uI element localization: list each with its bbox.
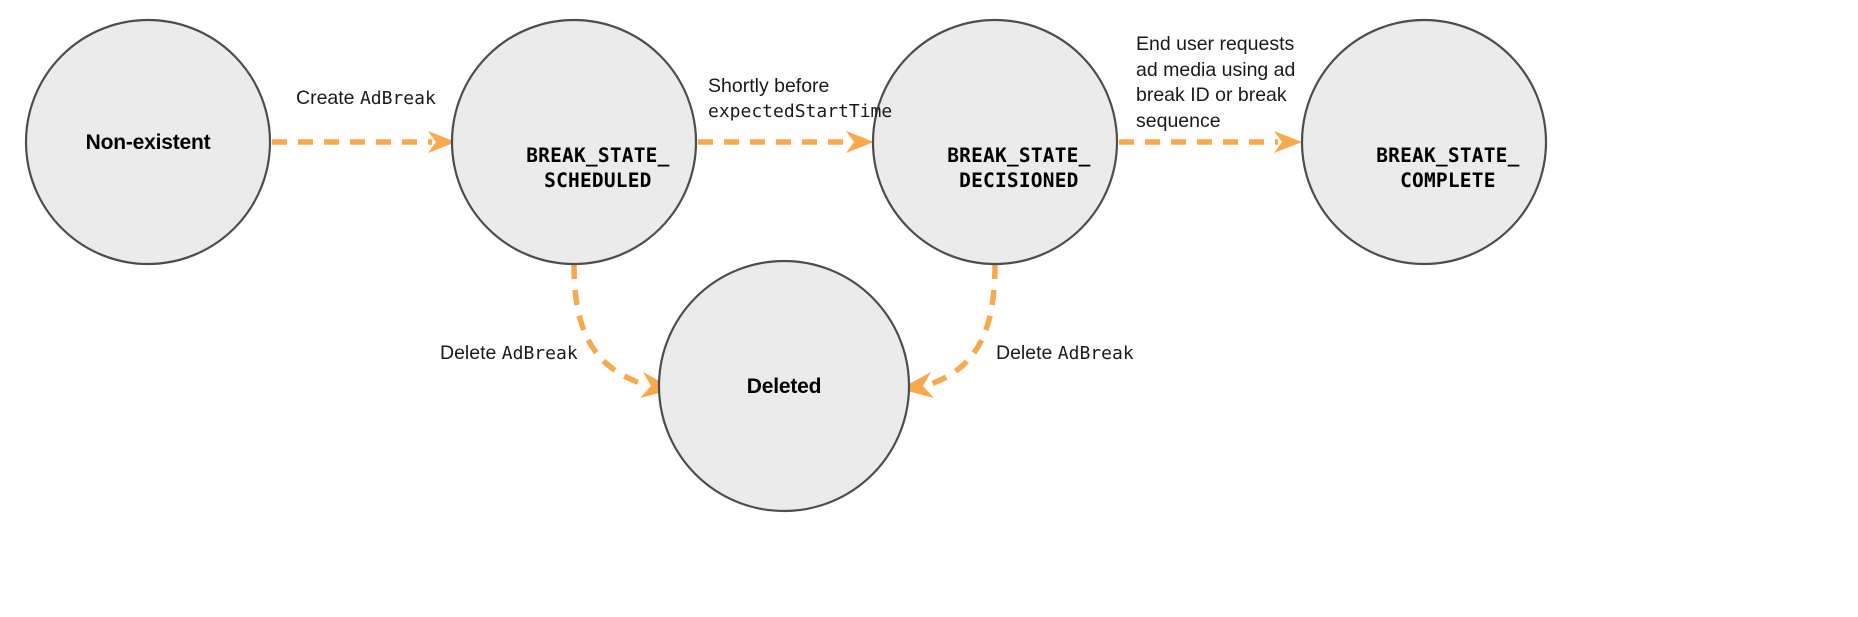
- arrow-head-icon: [428, 131, 456, 153]
- edge-end-user-requests[interactable]: [1119, 131, 1302, 153]
- edge-delete-adbreak-decisioned-line: [927, 263, 998, 388]
- state-node-break-state-complete[interactable]: [1300, 18, 1548, 266]
- edge-delete-adbreak-scheduled-line: [571, 263, 647, 388]
- arrow-head-icon: [1274, 131, 1302, 153]
- edge-delete-adbreak-scheduled[interactable]: [571, 263, 674, 398]
- edge-shortly-before[interactable]: [698, 131, 874, 153]
- arrow-head-icon: [640, 372, 674, 398]
- state-node-break-state-scheduled[interactable]: [450, 18, 698, 266]
- state-node-deleted[interactable]: [657, 259, 911, 513]
- edge-create-adbreak[interactable]: [272, 131, 456, 153]
- edge-delete-adbreak-decisioned[interactable]: [900, 263, 998, 398]
- state-node-break-state-decisioned[interactable]: [871, 18, 1119, 266]
- arrow-head-icon: [900, 372, 934, 398]
- arrow-head-icon: [846, 131, 874, 153]
- state-node-non-existent[interactable]: [24, 18, 272, 266]
